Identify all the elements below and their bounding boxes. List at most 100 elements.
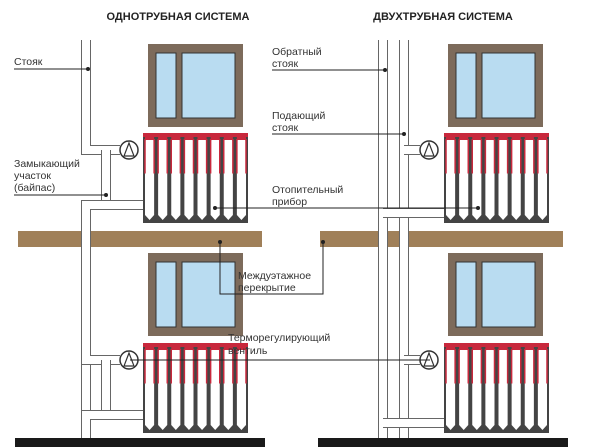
radiator-section	[511, 136, 521, 220]
radiator-hot-top	[145, 137, 155, 140]
radiator-section	[524, 346, 534, 430]
valve-triangle-icon	[123, 141, 135, 157]
floor-slab-right	[320, 231, 563, 247]
label-supply-1: Подающий	[272, 110, 326, 122]
radiator-section	[459, 136, 469, 220]
label-slab-1: Междуэтажное	[238, 270, 311, 282]
label-valve-2: вентиль	[228, 345, 268, 357]
riser-lower-left-inner	[82, 231, 120, 364]
radiator-section	[158, 136, 168, 220]
radiator-hot-top	[459, 137, 469, 140]
radiator-hot-top	[446, 137, 456, 140]
radiator-hot-top	[197, 137, 207, 140]
radiator-section	[145, 346, 155, 430]
radiator-section	[145, 136, 155, 220]
window-glass-small	[455, 52, 477, 119]
radiator-hot-top	[158, 137, 168, 140]
label-slab-2: перекрытие	[238, 282, 296, 294]
riser-upper-left-inner	[82, 40, 120, 154]
window-glass-small	[155, 261, 177, 328]
riser-lower-left	[81, 231, 120, 365]
radiator-hot-top	[524, 137, 534, 140]
radiator-hot-band	[444, 343, 549, 347]
radiator-hot-top	[223, 347, 233, 350]
radiator-hot-band	[444, 133, 549, 137]
radiator-hot-band	[143, 343, 248, 347]
radiator-hot-top	[511, 347, 521, 350]
radiator-hot-top	[184, 347, 194, 350]
radiator-hot-top	[485, 137, 495, 140]
radiator-section	[485, 136, 495, 220]
radiator-hot-top	[537, 137, 547, 140]
radiator-section	[446, 346, 456, 430]
label-bypass-1: Замыкающий	[14, 158, 80, 170]
label-riser: Стояк	[14, 56, 43, 68]
radiator-section	[511, 346, 521, 430]
window-glass-small	[155, 52, 177, 119]
radiator-hot-top	[472, 137, 482, 140]
radiator-section	[210, 136, 220, 220]
riser-upper-left	[81, 40, 120, 155]
radiator-section	[158, 346, 168, 430]
radiator-hot-top	[459, 347, 469, 350]
window-glass-large	[181, 52, 236, 119]
radiator-hot-top	[171, 137, 181, 140]
riser-return-lower-inner	[82, 411, 143, 438]
radiator-section	[446, 136, 456, 220]
radiator-hot-top	[184, 137, 194, 140]
radiator-hot-band	[143, 133, 248, 137]
radiator-section	[459, 346, 469, 430]
radiator-hot-top	[197, 347, 207, 350]
label-return-1: Обратный	[272, 46, 322, 58]
label-heater-1: Отопительный	[272, 184, 343, 196]
radiator-section	[223, 346, 233, 430]
radiator-hot-top	[210, 347, 220, 350]
radiator-hot-top	[524, 347, 534, 350]
radiator-section	[537, 346, 547, 430]
radiator-section	[498, 346, 508, 430]
label-bypass-3: (байпас)	[14, 182, 55, 194]
radiator-section	[236, 136, 246, 220]
radiator-section	[171, 136, 181, 220]
radiator-section	[236, 346, 246, 430]
radiator-hot-top	[210, 137, 220, 140]
radiator-hot-top	[236, 347, 246, 350]
radiator-section	[223, 136, 233, 220]
radiator-section	[537, 136, 547, 220]
window-glass-large	[481, 261, 536, 328]
radiator-hot-top	[498, 137, 508, 140]
window-glass-large	[481, 52, 536, 119]
radiator-hot-top	[158, 347, 168, 350]
label-bypass-2: участок	[14, 170, 51, 182]
label-valve-1: Терморегулирующий	[228, 332, 330, 344]
leader-dots	[86, 67, 480, 244]
radiator-section	[171, 346, 181, 430]
label-supply-2: стояк	[272, 122, 298, 134]
bottom-slab-left	[15, 438, 265, 447]
radiator-hot-top	[511, 137, 521, 140]
radiator-section	[210, 346, 220, 430]
leader-lines	[14, 68, 478, 361]
leader-floor-slab	[219, 242, 324, 295]
radiator-section	[197, 136, 207, 220]
radiator-section	[472, 136, 482, 220]
radiator-hot-top	[485, 347, 495, 350]
window-glass-small	[455, 261, 477, 328]
radiator-section	[197, 346, 207, 430]
radiator-section	[184, 346, 194, 430]
radiator-hot-top	[236, 137, 246, 140]
label-return-2: стояк	[272, 58, 298, 70]
radiator-hot-top	[472, 347, 482, 350]
title-one-pipe: ОДНОТРУБНАЯ СИСТЕМА	[107, 11, 250, 23]
valve-triangle-icon	[423, 141, 435, 157]
radiator-hot-top	[498, 347, 508, 350]
radiator-hot-top	[145, 347, 155, 350]
radiator-section	[184, 136, 194, 220]
label-heater-2: прибор	[272, 196, 307, 208]
radiator-section	[498, 136, 508, 220]
radiator-hot-top	[171, 347, 181, 350]
radiator-hot-top	[446, 347, 456, 350]
bottom-slab-right	[318, 438, 568, 447]
